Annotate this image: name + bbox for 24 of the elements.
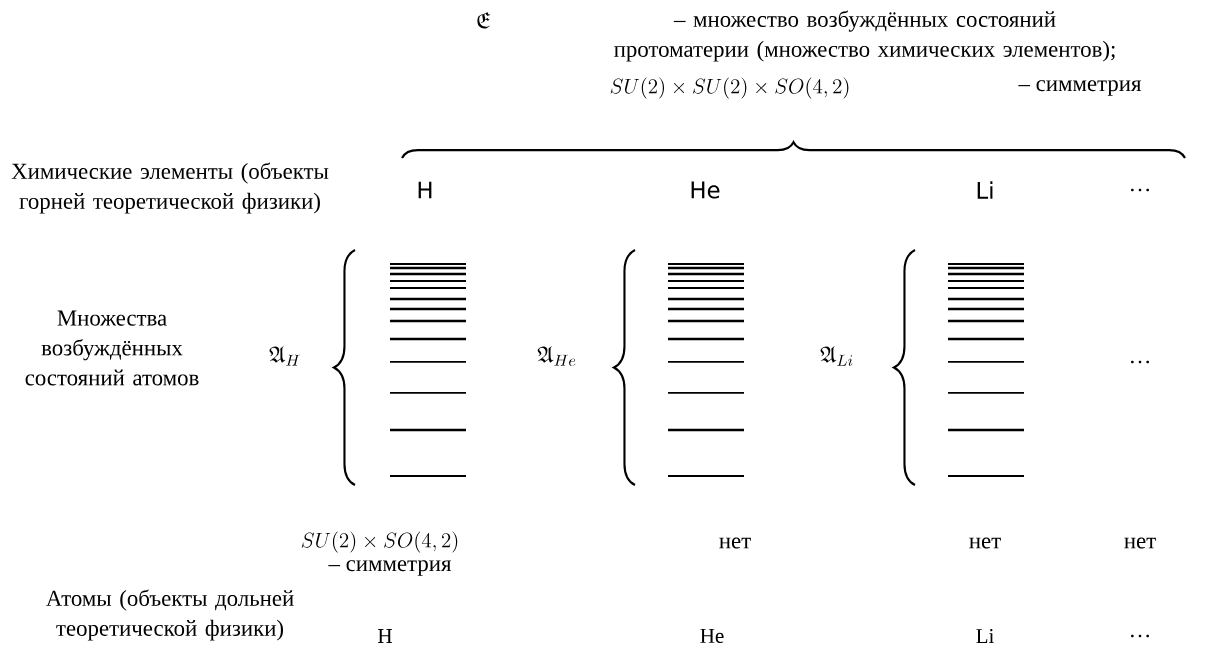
text-label: He xyxy=(700,629,724,643)
text-label: Химические элементы (объекты горней теоретической физики) xyxy=(11,162,329,214)
text-label: … xyxy=(1131,188,1149,192)
text-label: – симметрия xyxy=(1018,80,1142,96)
formula-label: $\mathfrak{A}_H$ xyxy=(269,346,300,366)
text-label: нет xyxy=(1124,537,1156,549)
text-label: Li xyxy=(977,181,993,199)
text-label: H xyxy=(418,181,432,199)
text-label: нет xyxy=(719,537,751,549)
text-label: нет xyxy=(969,537,1001,549)
formula-label: $\mathfrak{A}_{Li}$ xyxy=(820,346,853,366)
text-label: H xyxy=(378,629,392,643)
text-label: – симметрия xyxy=(328,560,452,576)
text-label: Атомы (объекты дольней теоретической физики) xyxy=(46,589,294,641)
formula-label: $\mathfrak{E}$ xyxy=(477,12,491,29)
text-label: … xyxy=(1131,634,1149,638)
formula-label: $SU(2)\times SO(4,2)$ xyxy=(301,531,458,553)
text-label: Li xyxy=(976,629,994,643)
text-label: Множества возбуждённых состояний атомов xyxy=(25,310,199,386)
text-label: – множество возбуждённых состояний протоматерии (множество химических элементов); xyxy=(614,10,1115,62)
formula-label: $SU(2)\times SU(2)\times SO(4,2)$ xyxy=(610,77,849,99)
text-label: He xyxy=(691,181,720,199)
text-label: … xyxy=(1131,360,1149,364)
formula-label: $\mathfrak{A}_{He}$ xyxy=(537,346,576,366)
